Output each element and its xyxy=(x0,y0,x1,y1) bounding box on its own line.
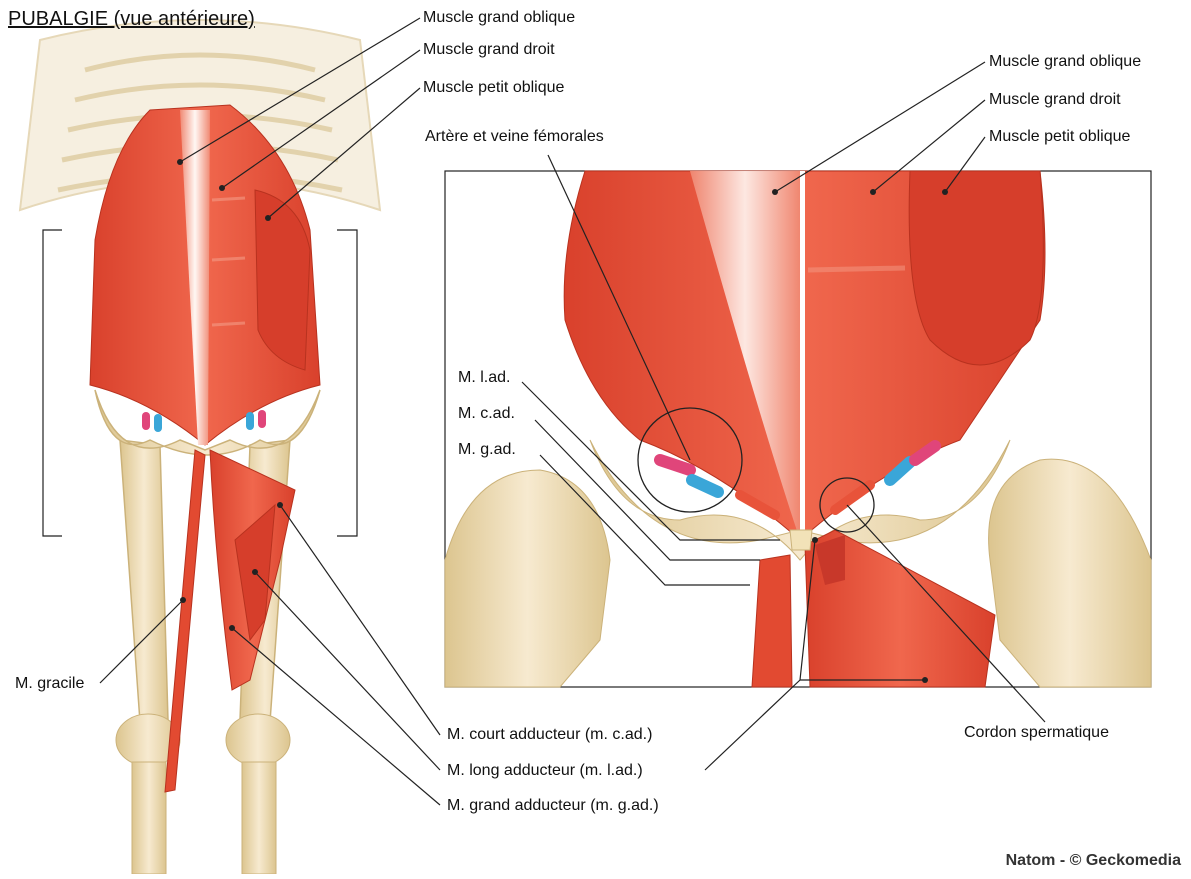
zoom-petit-oblique xyxy=(909,171,1043,365)
label-cordon-spermatique: Cordon spermatique xyxy=(964,724,1109,742)
label-m-gad: M. g.ad. xyxy=(458,441,516,459)
label-court-adducteur: M. court adducteur (m. c.ad.) xyxy=(447,726,652,744)
zoom-linea-right xyxy=(800,171,805,540)
left-vessel-vein xyxy=(154,414,162,432)
right-zoom-bracket xyxy=(337,230,357,536)
page-title: PUBALGIE (vue antérieure) xyxy=(8,8,255,31)
label-arteres-veines: Artère et veine fémorales xyxy=(425,128,604,146)
label-m-lad: M. l.ad. xyxy=(458,369,510,387)
label-left-grand-oblique: Muscle grand oblique xyxy=(423,9,575,27)
left-tibia xyxy=(132,762,166,874)
right-knee xyxy=(226,714,290,766)
left-gracile xyxy=(165,450,205,792)
label-gracile: M. gracile xyxy=(15,675,84,693)
right-vessel-vein xyxy=(246,412,254,430)
left-zoom-bracket xyxy=(43,230,62,536)
right-vessel-artery xyxy=(258,410,266,428)
label-right-petit-oblique: Muscle petit oblique xyxy=(989,128,1130,146)
label-right-grand-droit: Muscle grand droit xyxy=(989,91,1121,109)
credit: Natom - © Geckomedia xyxy=(1006,852,1181,870)
left-femur xyxy=(120,440,168,722)
label-left-petit-oblique: Muscle petit oblique xyxy=(423,79,564,97)
label-left-grand-droit: Muscle grand droit xyxy=(423,41,555,59)
label-grand-adducteur: M. grand adducteur (m. g.ad.) xyxy=(447,797,659,815)
left-vessel-artery xyxy=(142,412,150,430)
right-tibia xyxy=(242,762,276,874)
zoom-pubic-symphysis xyxy=(790,530,812,550)
label-right-grand-oblique: Muscle grand oblique xyxy=(989,53,1141,71)
label-m-cad: M. c.ad. xyxy=(458,405,515,423)
label-long-adducteur: M. long adducteur (m. l.ad.) xyxy=(447,762,643,780)
